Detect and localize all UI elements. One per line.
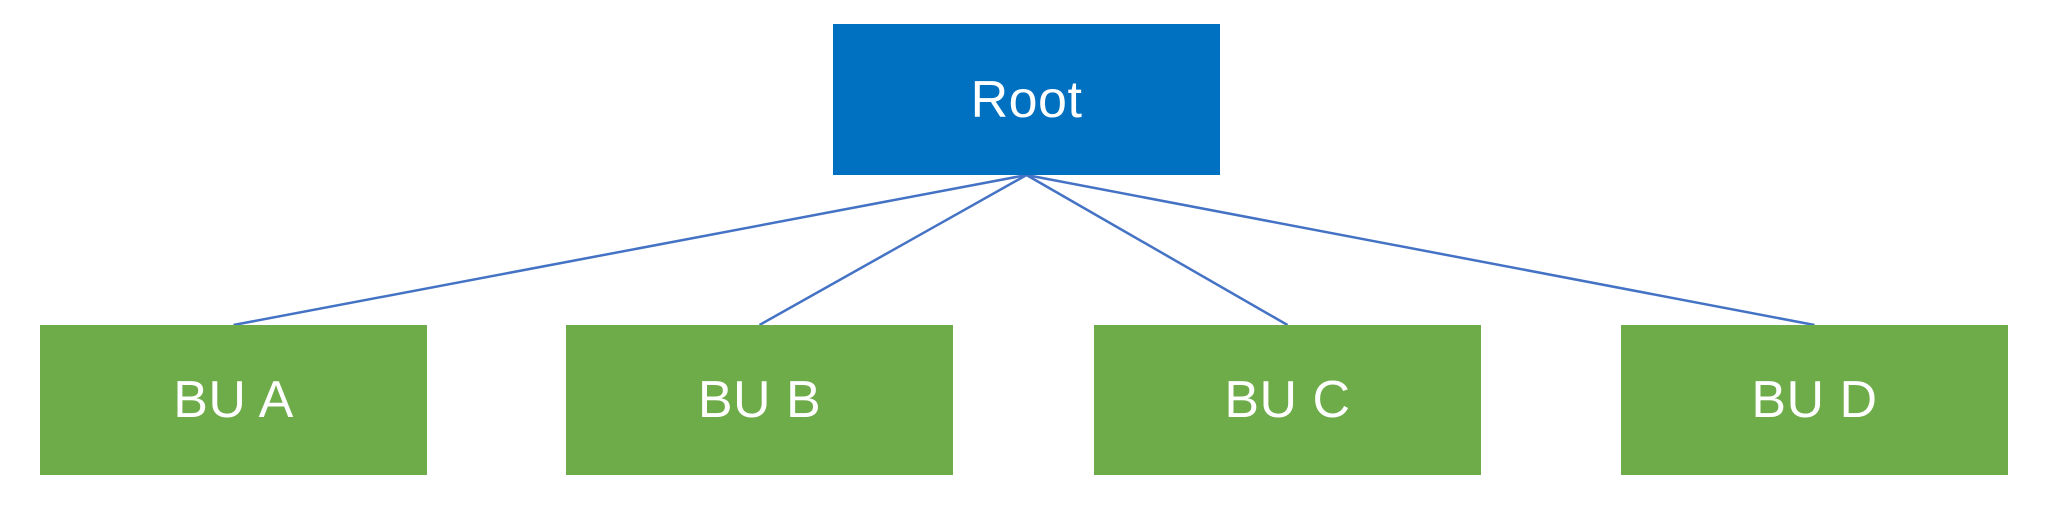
- node-bu-b: BU B: [566, 325, 953, 475]
- node-root: Root: [833, 24, 1220, 175]
- node-bu-b-label: BU B: [697, 371, 822, 429]
- node-bu-a-label: BU A: [173, 371, 294, 429]
- connector-root-to-bu-a: [233, 173, 1027, 327]
- connector-root-to-bu-c: [1025, 173, 1289, 327]
- node-bu-d-label: BU D: [1751, 371, 1878, 429]
- node-bu-c: BU C: [1094, 325, 1481, 475]
- connector-root-to-bu-d: [1026, 173, 1815, 327]
- node-bu-d: BU D: [1621, 325, 2008, 475]
- node-bu-a: BU A: [40, 325, 427, 475]
- node-bu-c-label: BU C: [1224, 371, 1351, 429]
- connector-root-to-bu-b: [758, 173, 1028, 327]
- node-root-label: Root: [970, 70, 1083, 129]
